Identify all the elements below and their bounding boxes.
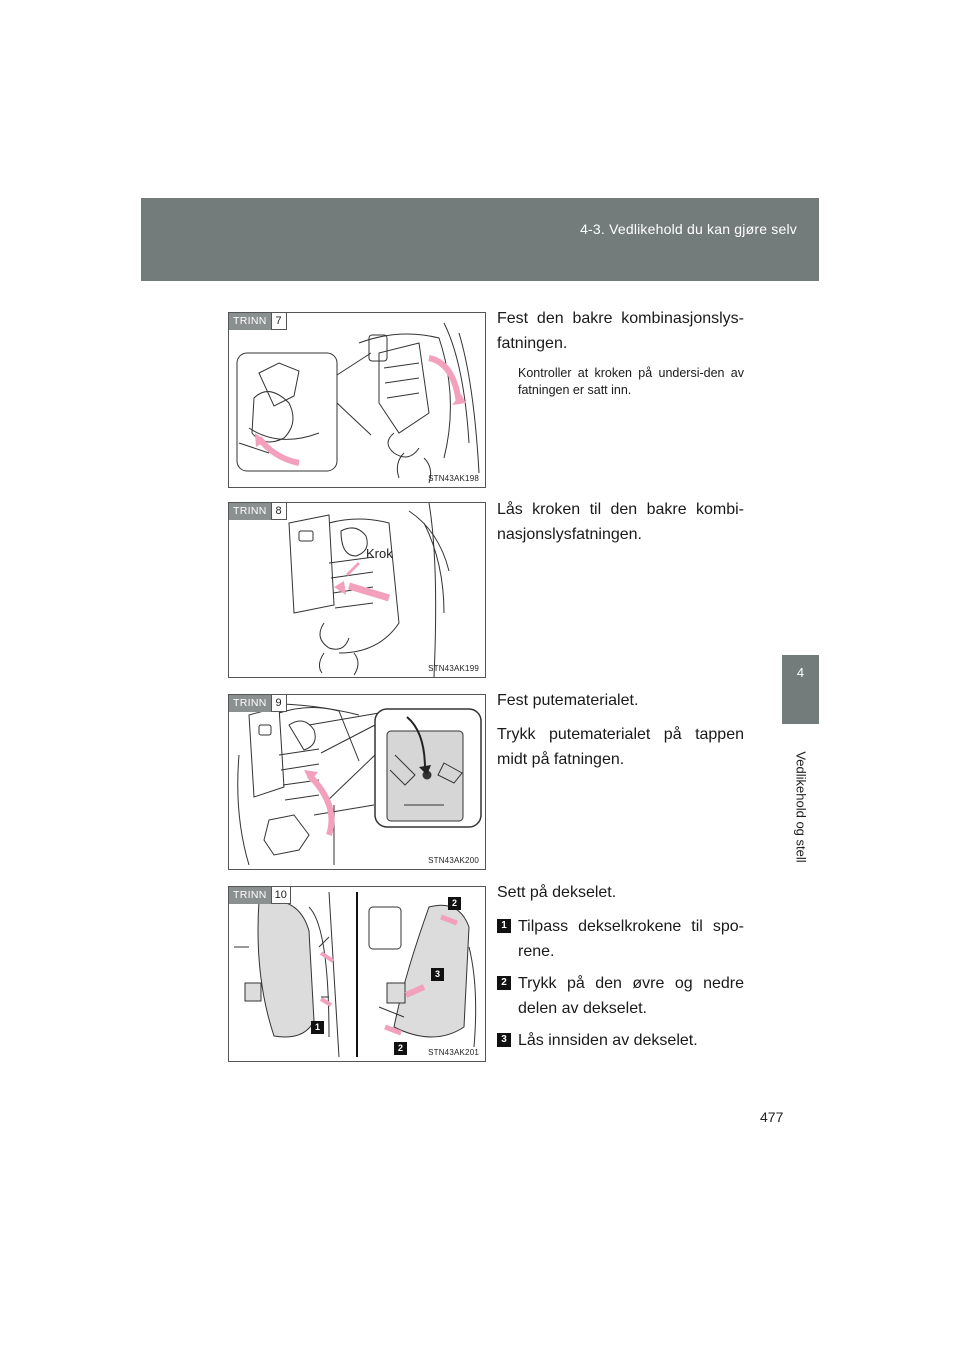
step-10-text: Sett på dekselet. 1 Tilpass dekselkroken…: [497, 880, 744, 1060]
step-badge-label: TRINN: [229, 313, 271, 330]
step-badge-label: TRINN: [229, 887, 271, 904]
figure-marker: 2: [448, 897, 461, 910]
chapter-tab: 4: [782, 655, 819, 724]
step-note: Kontroller at kroken på undersi-den av f…: [518, 366, 744, 397]
step-instruction: Fest putematerialet.: [497, 692, 639, 709]
hook-drawing: [288, 503, 450, 677]
list-item-text: Trykk på den øvre og nedre delen av deks…: [518, 975, 744, 1017]
number-badge: 1: [497, 919, 511, 933]
figure-marker: 1: [311, 1021, 324, 1034]
list-item: 1 Tilpass dekselkrokene til spo-rene.: [497, 914, 744, 964]
figure-code: STN43AK201: [428, 1048, 479, 1057]
cover-drawing: [234, 891, 477, 1058]
step-badge-number: 9: [270, 695, 287, 712]
step-instruction: Fest den bakre kombinasjonslys-fatningen…: [497, 310, 744, 352]
number-badge: 2: [497, 976, 511, 990]
step-badge-label: TRINN: [229, 695, 271, 712]
step-badge-number: 10: [270, 887, 291, 904]
step-instruction: Lås kroken til den bakre kombi-nasjonsly…: [497, 501, 744, 543]
step-badge: TRINN 10: [229, 887, 291, 904]
number-badge: 3: [497, 1033, 511, 1047]
step-badge: TRINN 9: [229, 695, 287, 712]
step-instruction-detail: Trykk putematerialet på tappen midt på f…: [497, 726, 744, 768]
step-badge-number: 8: [270, 503, 287, 520]
chapter-label-tab: Vedlikehold og stell: [782, 724, 819, 889]
figure-code: STN43AK198: [428, 474, 479, 483]
list-item-text: Tilpass dekselkrokene til spo-rene.: [518, 918, 744, 960]
header-band: 4-3. Vedlikehold du kan gjøre selv: [141, 198, 819, 281]
step-9-text: Fest putematerialet. Trykk putemateriale…: [497, 688, 744, 781]
section-title: 4-3. Vedlikehold du kan gjøre selv: [580, 221, 797, 237]
list-item: 3 Lås innsiden av dekselet.: [497, 1028, 744, 1053]
lamp-socket-drawing: [236, 322, 480, 484]
figure-code: STN43AK199: [428, 664, 479, 673]
step-badge: TRINN 8: [229, 503, 287, 520]
chapter-label: Vedlikehold og stell: [793, 750, 808, 863]
figure-marker: 3: [431, 968, 444, 981]
step-badge-label: TRINN: [229, 503, 271, 520]
step-9-illustration: TRINN 9 STN43AK200: [228, 694, 486, 870]
step-8-illustration: TRINN 8 Krok STN43AK199: [228, 502, 486, 678]
step-10-illustration: TRINN 10 1 2 3 2 STN43AK201: [228, 886, 486, 1062]
page-number: 477: [760, 1109, 784, 1125]
step-8-text: Lås kroken til den bakre kombi-nasjonsly…: [497, 497, 744, 556]
figure-marker: 2: [394, 1042, 407, 1055]
cushion-drawing: [237, 703, 482, 866]
figure-code: STN43AK200: [428, 856, 479, 865]
hook-callout: Krok: [366, 546, 393, 561]
step-badge: TRINN 7: [229, 313, 287, 330]
step-badge-number: 7: [270, 313, 287, 330]
list-item-text: Lås innsiden av dekselet.: [518, 1032, 698, 1049]
step-7-text: Fest den bakre kombinasjonslys-fatningen…: [497, 306, 744, 408]
step-instruction: Sett på dekselet.: [497, 884, 617, 901]
chapter-number: 4: [796, 665, 805, 680]
list-item: 2 Trykk på den øvre og nedre delen av de…: [497, 971, 744, 1021]
step-7-illustration: TRINN 7 STN43AK198: [228, 312, 486, 488]
